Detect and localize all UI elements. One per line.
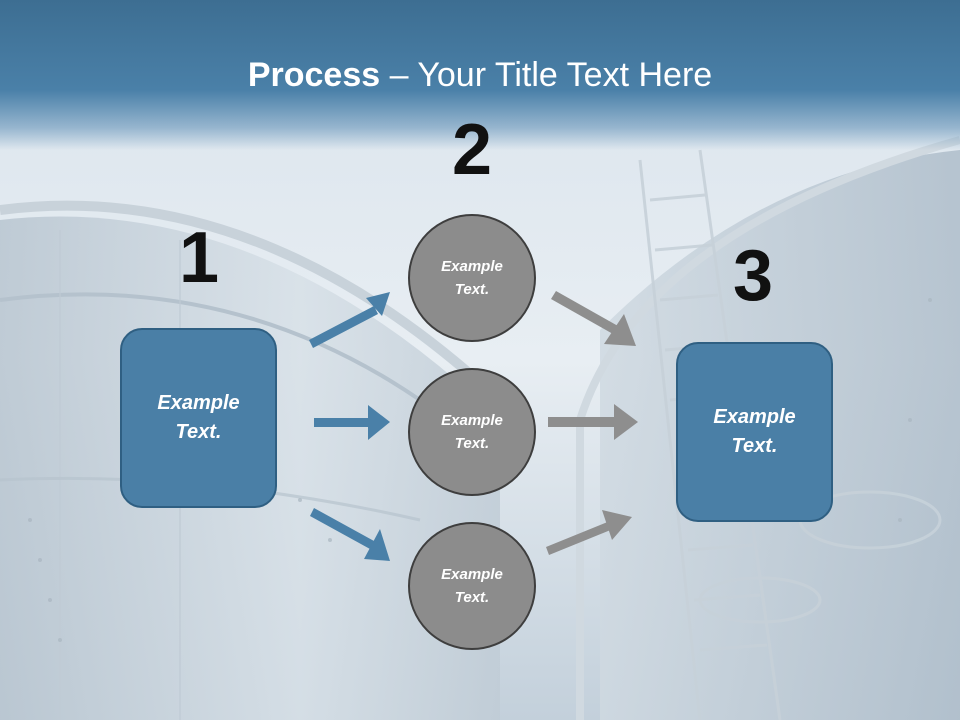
step-2-circle-top: Example Text. <box>408 214 536 342</box>
step-number-2: 2 <box>451 110 493 190</box>
step-3-box: Example Text. <box>676 342 833 522</box>
step-1-box: Example Text. <box>120 328 277 508</box>
title-rest-part: – Your Title Text Here <box>380 56 713 94</box>
circle-top-text: Example Text. <box>441 258 503 298</box>
slide-title: Process – Your Title Text Here <box>0 52 960 98</box>
arrow-1-to-middle <box>314 405 390 440</box>
title-bold-part: Process <box>247 56 381 94</box>
circle-middle-text: Example Text. <box>441 412 503 452</box>
step-2-circle-middle: Example Text. <box>408 368 536 496</box>
title-bar <box>0 0 960 150</box>
arrow-1-to-top <box>309 292 390 348</box>
circle-bottom-text: Example Text. <box>441 566 503 606</box>
step-2-circle-bottom: Example Text. <box>408 522 536 650</box>
arrow-bottom-to-3 <box>546 510 632 555</box>
step-3-text: Example Text. <box>713 406 796 457</box>
arrow-top-to-3 <box>551 291 636 346</box>
step-1-text: Example Text. <box>157 392 240 443</box>
step-number-3: 3 <box>732 236 774 316</box>
arrow-1-to-bottom <box>310 508 390 561</box>
arrow-middle-to-3 <box>548 404 638 440</box>
step-number-1: 1 <box>178 218 220 298</box>
